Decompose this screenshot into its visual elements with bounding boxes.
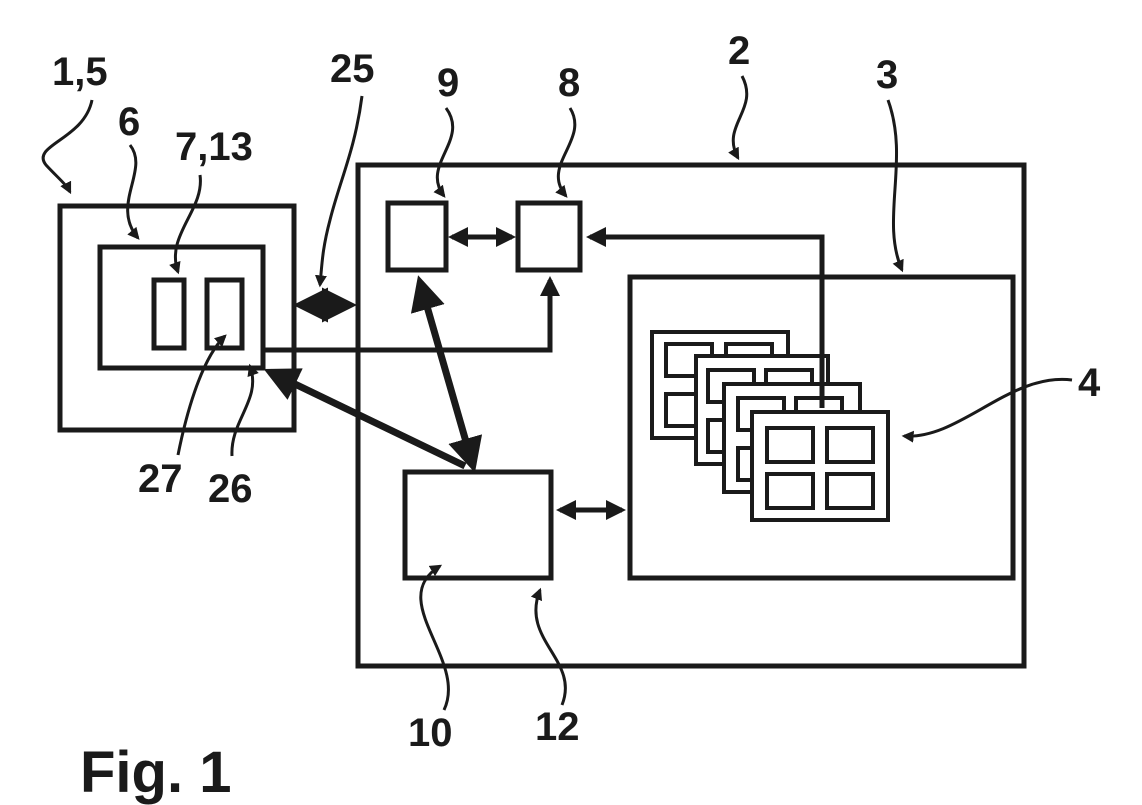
label-7-13: 7,13 — [175, 125, 253, 169]
label-8: 8 — [558, 61, 580, 105]
label-6: 6 — [118, 100, 140, 144]
label-25: 25 — [330, 47, 375, 91]
leader-9 — [437, 108, 452, 196]
label-26: 26 — [208, 467, 253, 511]
arrow-10-to-26 — [270, 372, 465, 466]
label-27: 27 — [138, 457, 183, 501]
line-6-to-8 — [263, 280, 550, 350]
component-box-9 — [388, 203, 446, 270]
label-2: 2 — [728, 29, 750, 73]
label-9: 9 — [437, 61, 459, 105]
stacked-items-4 — [652, 332, 888, 520]
leader-27 — [178, 336, 225, 455]
leader-3 — [888, 100, 902, 270]
leader-26 — [232, 366, 253, 456]
leader-6 — [128, 145, 138, 238]
leader-7 — [175, 175, 200, 272]
leader-4 — [904, 379, 1072, 436]
leader-12 — [536, 590, 566, 705]
stack-card-front — [752, 412, 888, 520]
label-12: 12 — [535, 705, 580, 749]
leader-8 — [558, 108, 575, 196]
component-box-10 — [405, 472, 551, 578]
figure-label: Fig. 1 — [80, 740, 231, 805]
label-1-5: 1,5 — [52, 50, 108, 94]
leader-2 — [733, 76, 747, 158]
label-3: 3 — [876, 53, 898, 97]
label-10: 10 — [408, 711, 453, 755]
arrow-9-10 — [420, 282, 473, 466]
element-box-7 — [154, 280, 184, 348]
component-box-8 — [518, 203, 580, 270]
leader-10 — [421, 566, 449, 710]
label-4: 4 — [1078, 361, 1101, 405]
leader-1-5 — [43, 100, 92, 192]
